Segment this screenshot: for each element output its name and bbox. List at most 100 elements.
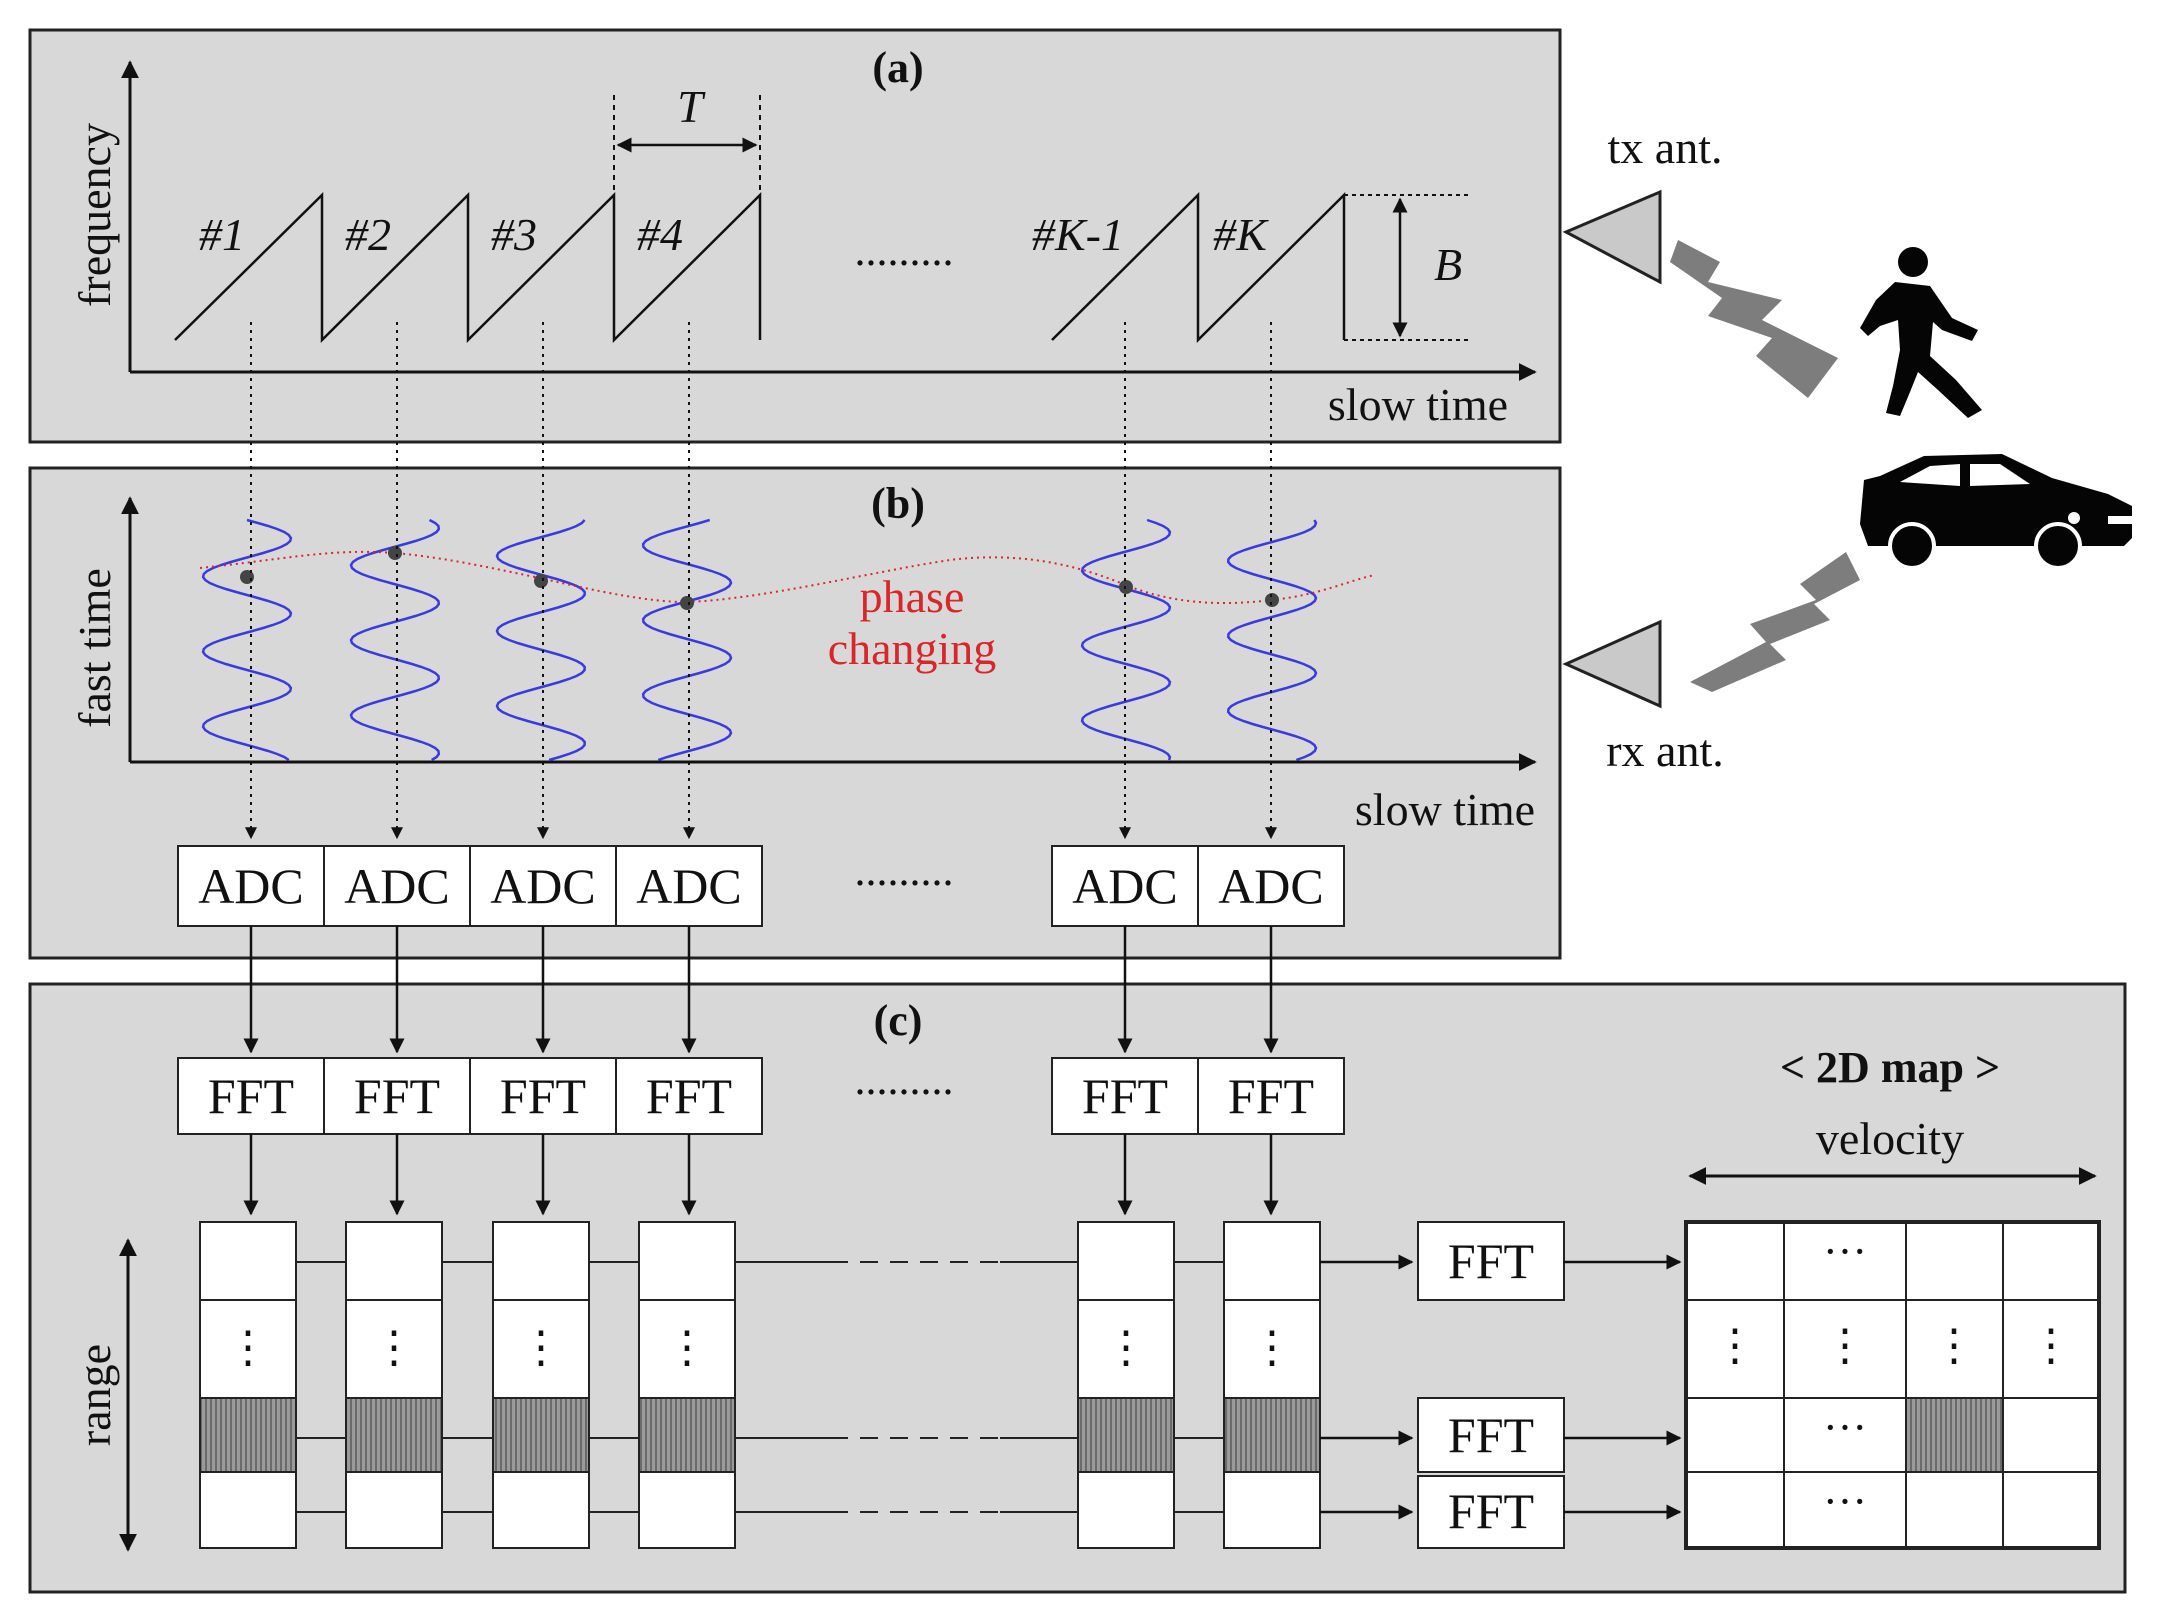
received-wave-5: [1080, 518, 1172, 761]
chirp-sequence-first: [174, 191, 762, 344]
map-title: < 2D map >: [1780, 1043, 2000, 1092]
range-bin: [345, 1471, 443, 1549]
range-bin: [1223, 1471, 1321, 1549]
range-bin-target: [1077, 1397, 1175, 1473]
range-fft-label-3: FFT: [500, 1068, 586, 1124]
chirp-label-1: #1: [199, 209, 245, 260]
range-bin: [345, 1299, 443, 1399]
adc-ellipsis: .........: [855, 846, 954, 895]
range-bin: [492, 1299, 590, 1399]
received-wave-2: [349, 518, 441, 762]
range-bin-vdots: ⋮: [1250, 1323, 1294, 1372]
range-bin: [1223, 1221, 1321, 1301]
range-column-3: ⋮: [492, 1221, 590, 1549]
panel-a: (a) frequency slow time #1 #2 #3 #4 #K-1…: [28, 28, 1562, 444]
chirp-label-4: #4: [637, 209, 683, 260]
range-bin: [1077, 1471, 1175, 1549]
panel-c: (c) FFT FFT FFT FFT FFT FFT .........: [28, 926, 2127, 1594]
range-bin: [199, 1471, 297, 1549]
map-grid-lines: [1686, 1222, 2099, 1548]
received-wave-1: [201, 518, 293, 762]
range-fft-row: FFT FFT FFT FFT FFT FFT .........: [177, 1055, 1345, 1135]
phase-point-4: [680, 596, 694, 610]
range-fft-label-k: FFT: [1228, 1068, 1314, 1124]
received-wave-6: [1226, 519, 1318, 762]
range-bin-target: [345, 1397, 443, 1473]
range-bin: [1077, 1221, 1175, 1301]
map-vdots-3: ⋮: [1932, 1321, 1976, 1370]
adc-label-3: ADC: [490, 858, 596, 914]
phase-point-2: [388, 546, 402, 560]
range-bin-target: [638, 1397, 736, 1473]
range-bin: [199, 1221, 297, 1301]
tx-signal-bolt-icon: [1670, 240, 1838, 398]
car-window-front: [1900, 464, 1960, 486]
frequency-axis-label: frequency: [69, 123, 120, 307]
range-fft-box-2: [323, 1057, 471, 1135]
bandwidth-label: B: [1434, 239, 1462, 290]
range-profile-columns: ⋮⋮⋮⋮⋮⋮: [199, 1221, 1321, 1549]
adc-box-4: [615, 845, 763, 927]
tx-antenna-icon: [1562, 189, 1662, 285]
slow-time-label-a: slow time: [1328, 379, 1508, 430]
received-wave-3: [495, 519, 586, 762]
adc-label-k: ADC: [1218, 858, 1324, 914]
pedestrian-head: [1898, 247, 1928, 277]
range-bin-vdots: ⋮: [665, 1323, 709, 1372]
range-bin-vdots: ⋮: [1104, 1323, 1148, 1372]
range-fft-label-2: FFT: [354, 1068, 440, 1124]
chirp-label-k: #K: [1213, 209, 1269, 260]
range-column-6: ⋮: [1223, 1221, 1321, 1549]
car-wheel-front: [1888, 522, 1936, 570]
rx-antenna-icon: [1562, 619, 1662, 709]
doppler-fft-label-bot: FFT: [1448, 1483, 1534, 1539]
rx-antenna-label: rx ant.: [1606, 725, 1724, 776]
tx-antenna-label: tx ant.: [1608, 122, 1723, 173]
map-hdots-mid: ···: [1823, 1403, 1867, 1452]
range-bin-target: [492, 1397, 590, 1473]
chirp-to-adc-lines: [245, 322, 1277, 840]
map-hdots-top: ···: [1823, 1227, 1867, 1276]
range-bin-links: [296, 1261, 1224, 1513]
panel-b: (b) fast time slow time phase changing A…: [28, 466, 1562, 960]
adc-label-4: ADC: [636, 858, 742, 914]
range-fft-box-1: [177, 1057, 325, 1135]
range-fft-label-1: FFT: [208, 1068, 294, 1124]
chirp-label-3: #3: [491, 209, 537, 260]
received-wave-4: [641, 518, 733, 762]
car-wheel-rear: [2034, 522, 2082, 570]
range-fft-label-4: FFT: [646, 1068, 732, 1124]
map-vdots-4: ⋮: [2029, 1321, 2073, 1370]
range-bin-target: [1223, 1397, 1321, 1473]
radar-scene: tx ant. rx ant.: [1562, 122, 2132, 776]
pedestrian-body: [1860, 282, 1982, 418]
phase-point-k: [1265, 593, 1279, 607]
range-column-2: ⋮: [345, 1221, 443, 1549]
range-fft-box-k: [1197, 1057, 1345, 1135]
fft-to-column-arrows: [243, 1134, 1279, 1216]
car-window-rear: [1970, 464, 2030, 486]
chirp-ellipsis: .........: [855, 226, 954, 275]
range-bin-vdots: ⋮: [372, 1323, 416, 1372]
received-waveforms: [201, 518, 1318, 762]
doppler-fft-label-top: FFT: [1448, 1233, 1534, 1289]
adc-label-2: ADC: [344, 858, 450, 914]
range-bin: [345, 1221, 443, 1301]
map-target-cell: [1906, 1398, 2003, 1472]
phase-label-line1: phase: [860, 571, 965, 622]
range-fft-label-k-1: FFT: [1082, 1068, 1168, 1124]
range-bin: [492, 1471, 590, 1549]
adc-label-1: ADC: [198, 858, 304, 914]
range-bin-vdots: ⋮: [519, 1323, 563, 1372]
range-axis-label: range: [69, 1344, 120, 1446]
adc-label-k-1: ADC: [1072, 858, 1178, 914]
fft-ellipsis: .........: [855, 1055, 954, 1104]
panel-a-label: (a): [872, 43, 923, 92]
range-doppler-map: < 2D map > velocity ··· ··· ··· ⋮ ⋮ ⋮ ⋮: [1684, 1043, 2101, 1550]
adc-to-fft-arrows: [243, 926, 1279, 1054]
car-headlight: [2068, 512, 2080, 524]
doppler-fft-box-mid: [1417, 1397, 1565, 1473]
range-bin: [638, 1471, 736, 1549]
map-vdots-2: ⋮: [1823, 1321, 1867, 1370]
